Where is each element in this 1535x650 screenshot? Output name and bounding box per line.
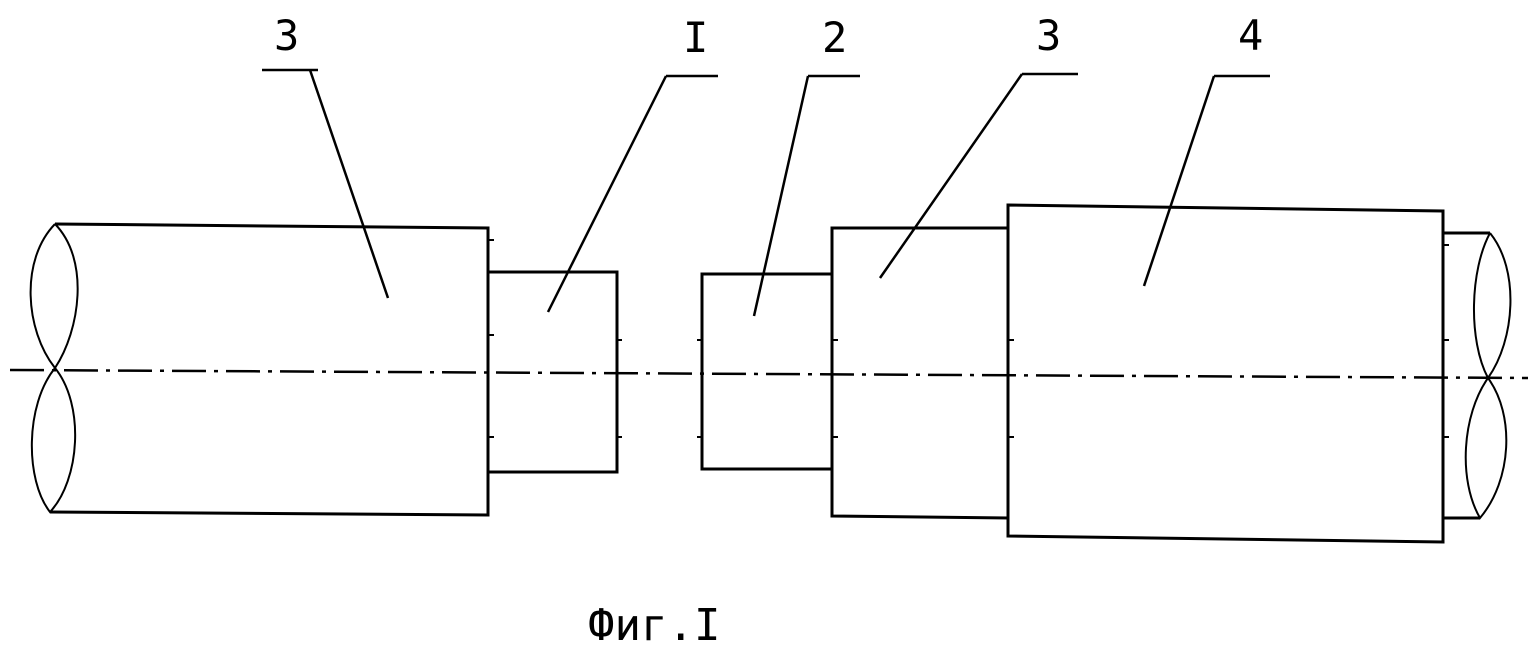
center-axis-line <box>10 370 1528 378</box>
label-part-4: 4 <box>1238 11 1263 60</box>
large-section <box>1008 205 1443 542</box>
edge-tick-marks <box>488 240 1449 437</box>
right-middle-section <box>832 228 1008 518</box>
figure-caption: Фиг.I <box>588 600 720 650</box>
label-part-2: 2 <box>822 13 847 62</box>
label-part-3-left: 3 <box>274 11 299 60</box>
leader-lines <box>262 70 1270 316</box>
label-part-1: I <box>683 13 708 62</box>
left-shaft-section <box>31 224 488 515</box>
right-journal-section <box>702 274 832 469</box>
label-part-3-right: 3 <box>1036 11 1061 60</box>
right-end-stub <box>1443 233 1510 518</box>
